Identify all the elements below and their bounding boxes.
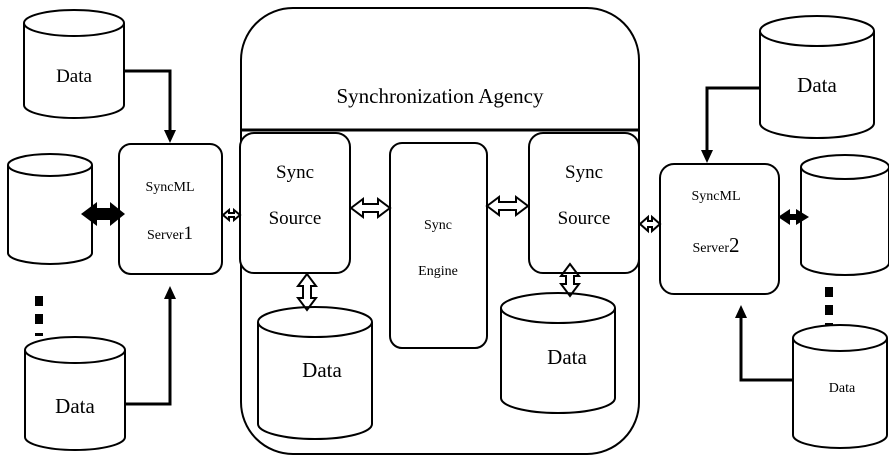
sync-source-left: Sync Source (239, 132, 351, 274)
arrow-db-left-middle-server1 (81, 202, 125, 226)
arrow-left-top-to-server1 (124, 69, 176, 143)
arrow-server1-sync-source-left (221, 207, 242, 223)
database-center-right: Data (500, 292, 616, 414)
arrow-sync-source-left-db-center-left (296, 272, 318, 312)
arrow-sync-source-right-db-center-right (559, 262, 581, 298)
database-right-top-label: Data (797, 73, 837, 97)
sync-source-right-line2: Source (558, 208, 611, 229)
arrow-right-bottom-to-server2 (735, 305, 792, 382)
arrow-sync-source-right-server2 (638, 214, 662, 234)
database-center-left: Data (257, 306, 373, 440)
server-1-line2: Server1 (147, 223, 193, 244)
database-right-bottom-label: Data (829, 381, 856, 396)
syncml-server-1: SyncML Server1 (118, 143, 223, 275)
database-center-left-label: Data (302, 358, 342, 382)
server-2-line2: Server2 (692, 233, 739, 257)
database-left-middle (7, 153, 93, 265)
sync-source-left-line1: Sync (276, 162, 314, 183)
server-2-line1: SyncML (692, 189, 741, 204)
arrow-left-bottom-to-server1 (126, 286, 176, 406)
arrow-right-top-to-server2 (701, 86, 760, 163)
sync-source-right-line1: Sync (565, 162, 603, 183)
database-left-bottom-label: Data (55, 394, 95, 418)
arrow-sync-engine-sync-source-right (485, 195, 530, 217)
ellipsis-right (825, 287, 833, 326)
sync-engine-line2: Engine (418, 264, 458, 279)
sync-engine: Sync Engine (389, 142, 488, 349)
arrow-sync-source-left-sync-engine (349, 197, 392, 219)
arrow-server2-db-right-middle (778, 209, 809, 225)
database-left-top-label: Data (56, 66, 92, 87)
database-left-bottom: Data (24, 336, 126, 451)
sync-engine-line1: Sync (424, 218, 452, 233)
syncml-server-2: SyncML Server2 (659, 163, 780, 295)
sync-source-right: Sync Source (528, 132, 640, 274)
database-right-bottom: Data (792, 324, 888, 449)
database-right-middle (800, 154, 889, 276)
database-left-top: Data (23, 9, 125, 119)
database-right-top: Data (759, 15, 875, 139)
agency-title: Synchronization Agency (336, 84, 544, 108)
ellipsis-left (35, 296, 43, 336)
server-1-line1: SyncML (146, 180, 195, 195)
sync-source-left-line2: Source (269, 208, 322, 229)
database-center-right-label: Data (547, 345, 587, 369)
